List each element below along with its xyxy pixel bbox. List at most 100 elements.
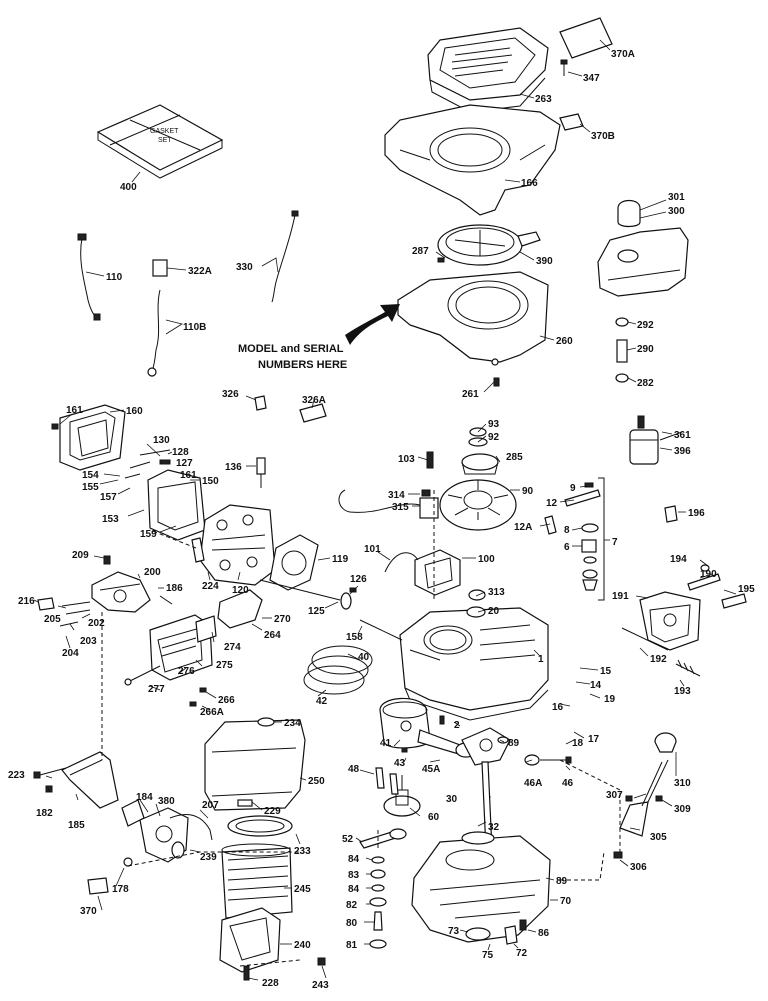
decal-370A [559, 17, 613, 59]
cylinder-head-120 [199, 504, 276, 586]
label-309: 309 [674, 804, 691, 815]
label-205: 205 [44, 614, 61, 625]
label-30: 30 [446, 794, 458, 805]
rocker-arm-parts-9-12-12A [544, 482, 601, 535]
label-194: 194 [670, 554, 687, 565]
carburetor-200 [91, 571, 151, 613]
label-229: 229 [264, 806, 281, 817]
label-245: 245 [294, 884, 311, 895]
wire-330 [271, 210, 299, 303]
label-263: 263 [535, 94, 552, 105]
dipstick-tube-158 [359, 619, 403, 641]
muffler-gasket-274 [195, 615, 217, 643]
gasket-set-text-2: SET [158, 137, 172, 144]
label-195: 195 [738, 584, 755, 595]
screw-209 [103, 555, 111, 565]
label-166: 166 [521, 178, 538, 189]
flywheel-cup-285 [461, 453, 499, 475]
blower-housing-260 [397, 271, 549, 366]
label-275: 275 [216, 660, 233, 671]
label-193: 193 [674, 686, 691, 697]
label-305: 305 [650, 832, 667, 843]
label-250: 250 [308, 776, 325, 787]
label-110: 110 [106, 272, 123, 283]
label-43: 43 [394, 758, 406, 769]
label-301: 301 [668, 192, 685, 203]
crankshaft-30 [461, 727, 511, 851]
label-72: 72 [516, 948, 528, 959]
label-182: 182 [36, 808, 53, 819]
label-202: 202 [88, 618, 105, 629]
label-126: 126 [350, 574, 367, 585]
armature-100 [384, 549, 461, 596]
label-285: 285 [506, 452, 523, 463]
label-216: 216 [18, 596, 35, 607]
label-315: 315 [392, 502, 409, 513]
label-192: 192 [650, 654, 667, 665]
label-314: 314 [388, 490, 405, 501]
model-serial-note-line1: MODEL and SERIAL [238, 343, 344, 355]
label-178: 178 [112, 884, 129, 895]
label-17: 17 [588, 734, 600, 745]
flywheel-90 [439, 479, 517, 531]
label-89a: 89 [508, 738, 520, 749]
label-8: 8 [564, 525, 570, 536]
label-6: 6 [564, 542, 570, 553]
label-191: 191 [612, 591, 629, 602]
label-276: 276 [178, 666, 195, 677]
label-20: 20 [488, 606, 500, 617]
label-75: 75 [482, 950, 494, 961]
muffler-guard-270 [217, 589, 263, 629]
air-filter-245 [221, 843, 293, 919]
screw-287 [437, 257, 445, 263]
label-154: 154 [82, 470, 99, 481]
piston-rings-42 [303, 645, 373, 695]
label-73: 73 [448, 926, 460, 937]
label-380: 380 [158, 796, 175, 807]
label-14: 14 [590, 680, 602, 691]
label-186: 186 [166, 583, 183, 594]
label-101: 101 [364, 544, 381, 555]
spark-plug-136 [256, 457, 266, 488]
rotating-screen-390 [437, 224, 541, 266]
breather-cover-160 [59, 404, 126, 471]
label-157: 157 [100, 492, 117, 503]
label-119: 119 [332, 554, 349, 565]
wire-110B [147, 289, 161, 377]
label-70: 70 [560, 896, 572, 907]
label-130: 130 [153, 435, 170, 446]
label-184: 184 [136, 792, 153, 803]
label-90: 90 [522, 486, 534, 497]
ignition-module-396 [629, 415, 683, 465]
label-136: 136 [225, 462, 242, 473]
label-370A: 370A [611, 49, 635, 60]
label-361: 361 [674, 430, 691, 441]
label-60: 60 [428, 812, 440, 823]
part-number-labels: 370A 347 263 370B 166 400 110 322A 330 1… [8, 49, 755, 991]
label-326A: 326A [302, 395, 326, 406]
label-240: 240 [294, 940, 311, 951]
label-277: 277 [148, 684, 165, 695]
label-290: 290 [637, 344, 654, 355]
model-serial-note-line2: NUMBERS HERE [258, 359, 347, 371]
label-89b: 89 [556, 876, 568, 887]
plug-parts-73-75-72-86 [465, 919, 527, 945]
governor-link-192 [621, 627, 669, 651]
label-313: 313 [488, 587, 505, 598]
label-52: 52 [342, 834, 354, 845]
label-42: 42 [316, 696, 328, 707]
label-93: 93 [488, 419, 500, 430]
gasket-set-400: GASKET SET [96, 104, 224, 179]
label-158: 158 [346, 632, 363, 643]
piston-41 [379, 697, 431, 749]
governor-lever-190-194-195 [687, 564, 747, 609]
label-196: 196 [688, 508, 705, 519]
label-307: 307 [606, 790, 623, 801]
screw-347 [560, 59, 568, 76]
terminal-322A [152, 259, 168, 277]
fuel-line-parts-292-290-282 [615, 317, 629, 383]
model-serial-arrow [345, 304, 400, 345]
label-125: 125 [308, 606, 325, 617]
label-40: 40 [358, 652, 370, 663]
plug-196 [664, 505, 678, 523]
